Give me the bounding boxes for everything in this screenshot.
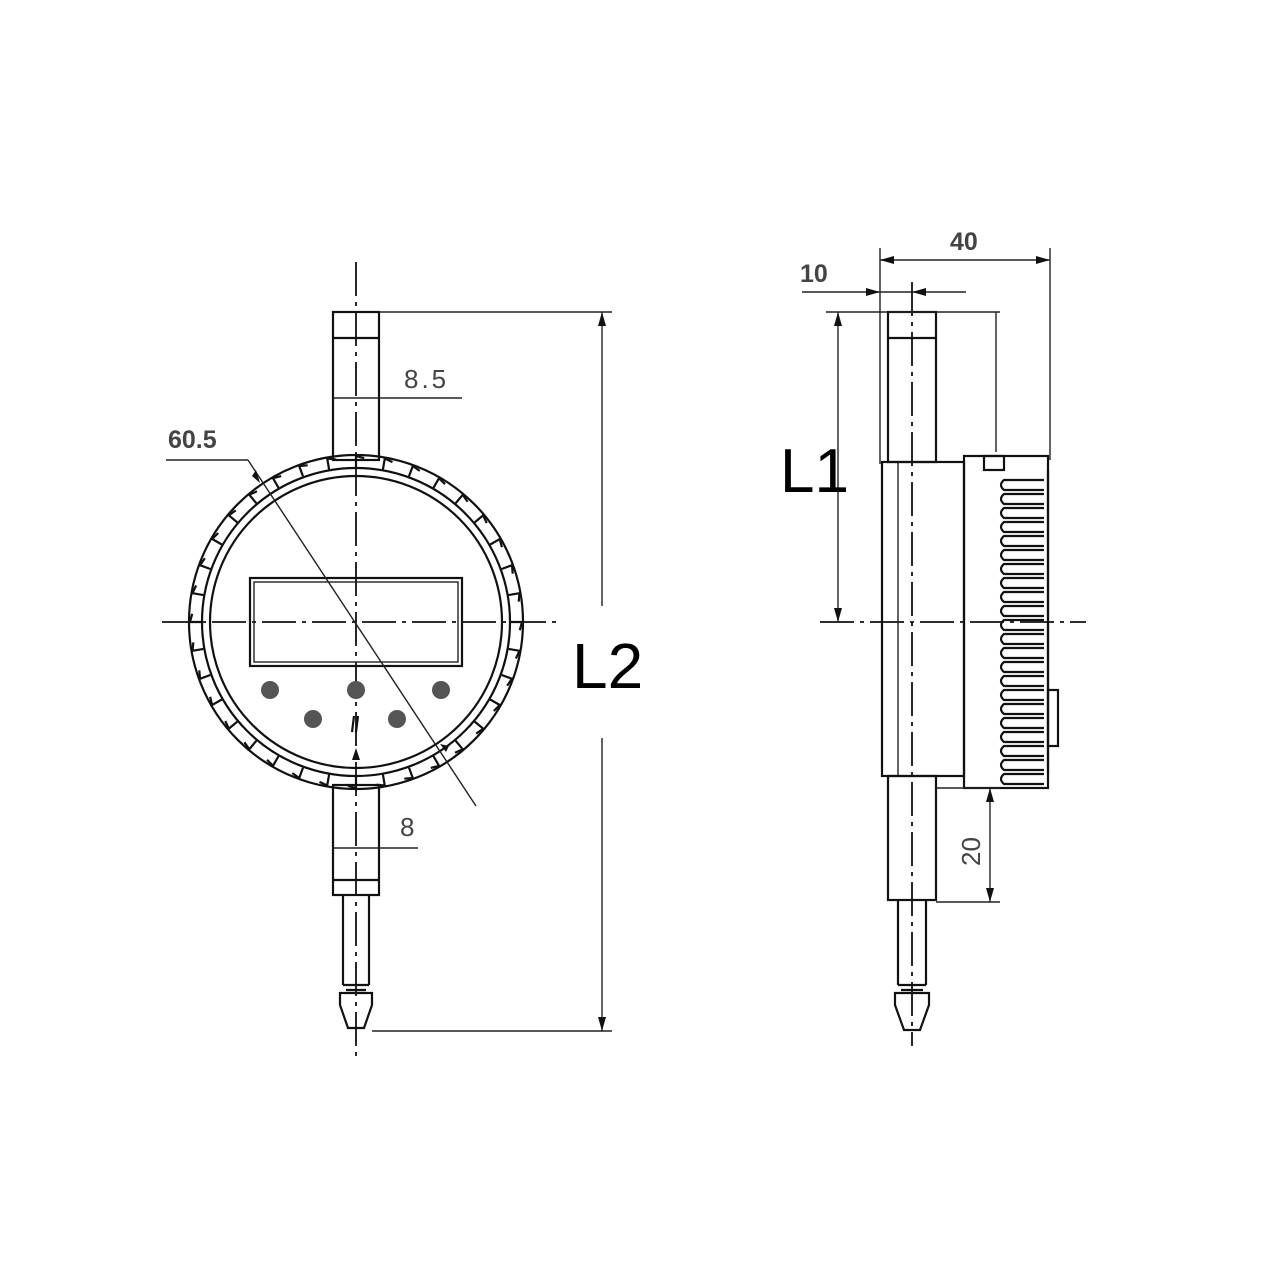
knurl-mark: [209, 696, 223, 707]
side-knurl-rib: [999, 716, 1044, 730]
lcd-window: [248, 576, 464, 668]
dim-label-bottom-stem-length: 20: [956, 837, 986, 866]
side-bezel: [962, 454, 1060, 790]
dim-overall-length: L2: [372, 311, 643, 1032]
knurl-mark: [291, 767, 305, 780]
knurl-mark: [501, 563, 514, 574]
side-knurl-rib: [999, 604, 1044, 618]
side-knurl-rib: [999, 534, 1044, 548]
side-knurl-rib: [999, 576, 1044, 590]
knurl-mark: [226, 509, 239, 524]
knurl-mark: [266, 755, 280, 768]
knurl-mark: [381, 456, 393, 470]
knurl-mark: [489, 698, 502, 712]
knurl-mark: [319, 774, 331, 788]
dim-overall-depth: 40: [879, 228, 1051, 464]
button-2: [347, 681, 365, 699]
button-4: [304, 710, 322, 728]
dim-body-diameter: 60.5: [166, 426, 477, 807]
side-knurl-rib: [999, 506, 1044, 520]
side-knurl-rib: [999, 478, 1044, 492]
dim-label-stem-offset: 10: [800, 260, 828, 288]
side-knurl-rib: [999, 520, 1044, 534]
knurl-mark: [354, 454, 365, 467]
front-view: 60.5 8.5 8 L2: [162, 262, 643, 1056]
knurl-mark: [347, 777, 358, 790]
knurl-mark: [508, 647, 522, 659]
knurl-mark: [404, 767, 415, 780]
knurl-mark: [190, 585, 204, 597]
knurl-mark: [489, 537, 503, 548]
knurl-mark: [501, 673, 514, 687]
side-knurl-rib: [999, 772, 1044, 786]
lcd-window-inner: [253, 581, 459, 663]
center-marker: [350, 715, 360, 733]
button-3: [432, 681, 450, 699]
knurl-mark: [297, 464, 308, 477]
knurl-mark: [407, 464, 421, 477]
button-1: [261, 681, 279, 699]
side-bezel-knurl: [999, 478, 1044, 786]
side-view: 40 10 L1 20: [780, 228, 1086, 1046]
knurl-mark: [454, 492, 469, 505]
buttons: [261, 681, 450, 760]
dim-stem-offset: 10: [800, 260, 966, 296]
knurl-mark: [473, 513, 488, 524]
bottom-marker: [352, 748, 360, 760]
button-5: [388, 710, 406, 728]
dim-label-stem-to-center: L1: [780, 437, 849, 506]
knurl-mark: [473, 720, 486, 735]
knurl-mark: [198, 557, 211, 571]
side-knurl-rib: [999, 492, 1044, 506]
bezel: [187, 453, 525, 791]
side-knurl-rib: [999, 674, 1044, 688]
side-lower-stem: [886, 774, 938, 1032]
side-knurl-rib: [999, 618, 1044, 632]
side-knurl-rib: [999, 660, 1044, 674]
dim-stem-diameter: 8.5: [333, 364, 462, 399]
dim-lower-stem-diameter: 8: [333, 812, 418, 849]
dim-label-overall-depth: 40: [950, 228, 978, 256]
side-button: [1046, 688, 1060, 748]
knurl-mark: [198, 670, 211, 681]
bezel-knurl: [188, 454, 524, 790]
side-knurl-rib: [999, 730, 1044, 744]
side-knurl-rib: [999, 758, 1044, 772]
dim-label-lower-stem-diameter: 8: [400, 812, 414, 842]
side-knurl-rib: [999, 744, 1044, 758]
side-knurl-rib: [999, 688, 1044, 702]
side-knurl-rib: [999, 632, 1044, 646]
side-knurl-rib: [999, 646, 1044, 660]
knurl-mark: [191, 642, 204, 653]
lower-stem: [331, 783, 381, 1030]
knurl-mark: [454, 739, 465, 754]
side-knurl-rib: [999, 562, 1044, 576]
knurl-mark: [224, 720, 239, 731]
knurl-mark: [188, 613, 201, 624]
knurl-mark: [430, 755, 441, 769]
dim-stem-to-center: L1: [780, 311, 1000, 622]
knurl-mark: [325, 457, 336, 470]
side-knurl-rib: [999, 590, 1044, 604]
side-knurl-rib: [999, 548, 1044, 562]
side-body: [880, 460, 966, 778]
side-knurl-rib: [999, 702, 1044, 716]
knurl-mark: [376, 774, 387, 787]
dim-bottom-stem-length: 20: [936, 787, 1000, 903]
knurl-mark: [508, 591, 521, 602]
knurl-mark: [210, 532, 223, 546]
knurl-mark: [243, 739, 258, 752]
dim-label-stem-diameter: 8.5: [404, 364, 449, 394]
knurl-mark: [511, 620, 524, 631]
knurl-mark: [247, 490, 258, 505]
dim-label-overall-length: L2: [572, 630, 643, 702]
knurl-mark: [271, 475, 282, 489]
knurl-mark: [432, 476, 446, 489]
dim-label-body-diameter: 60.5: [168, 426, 217, 454]
